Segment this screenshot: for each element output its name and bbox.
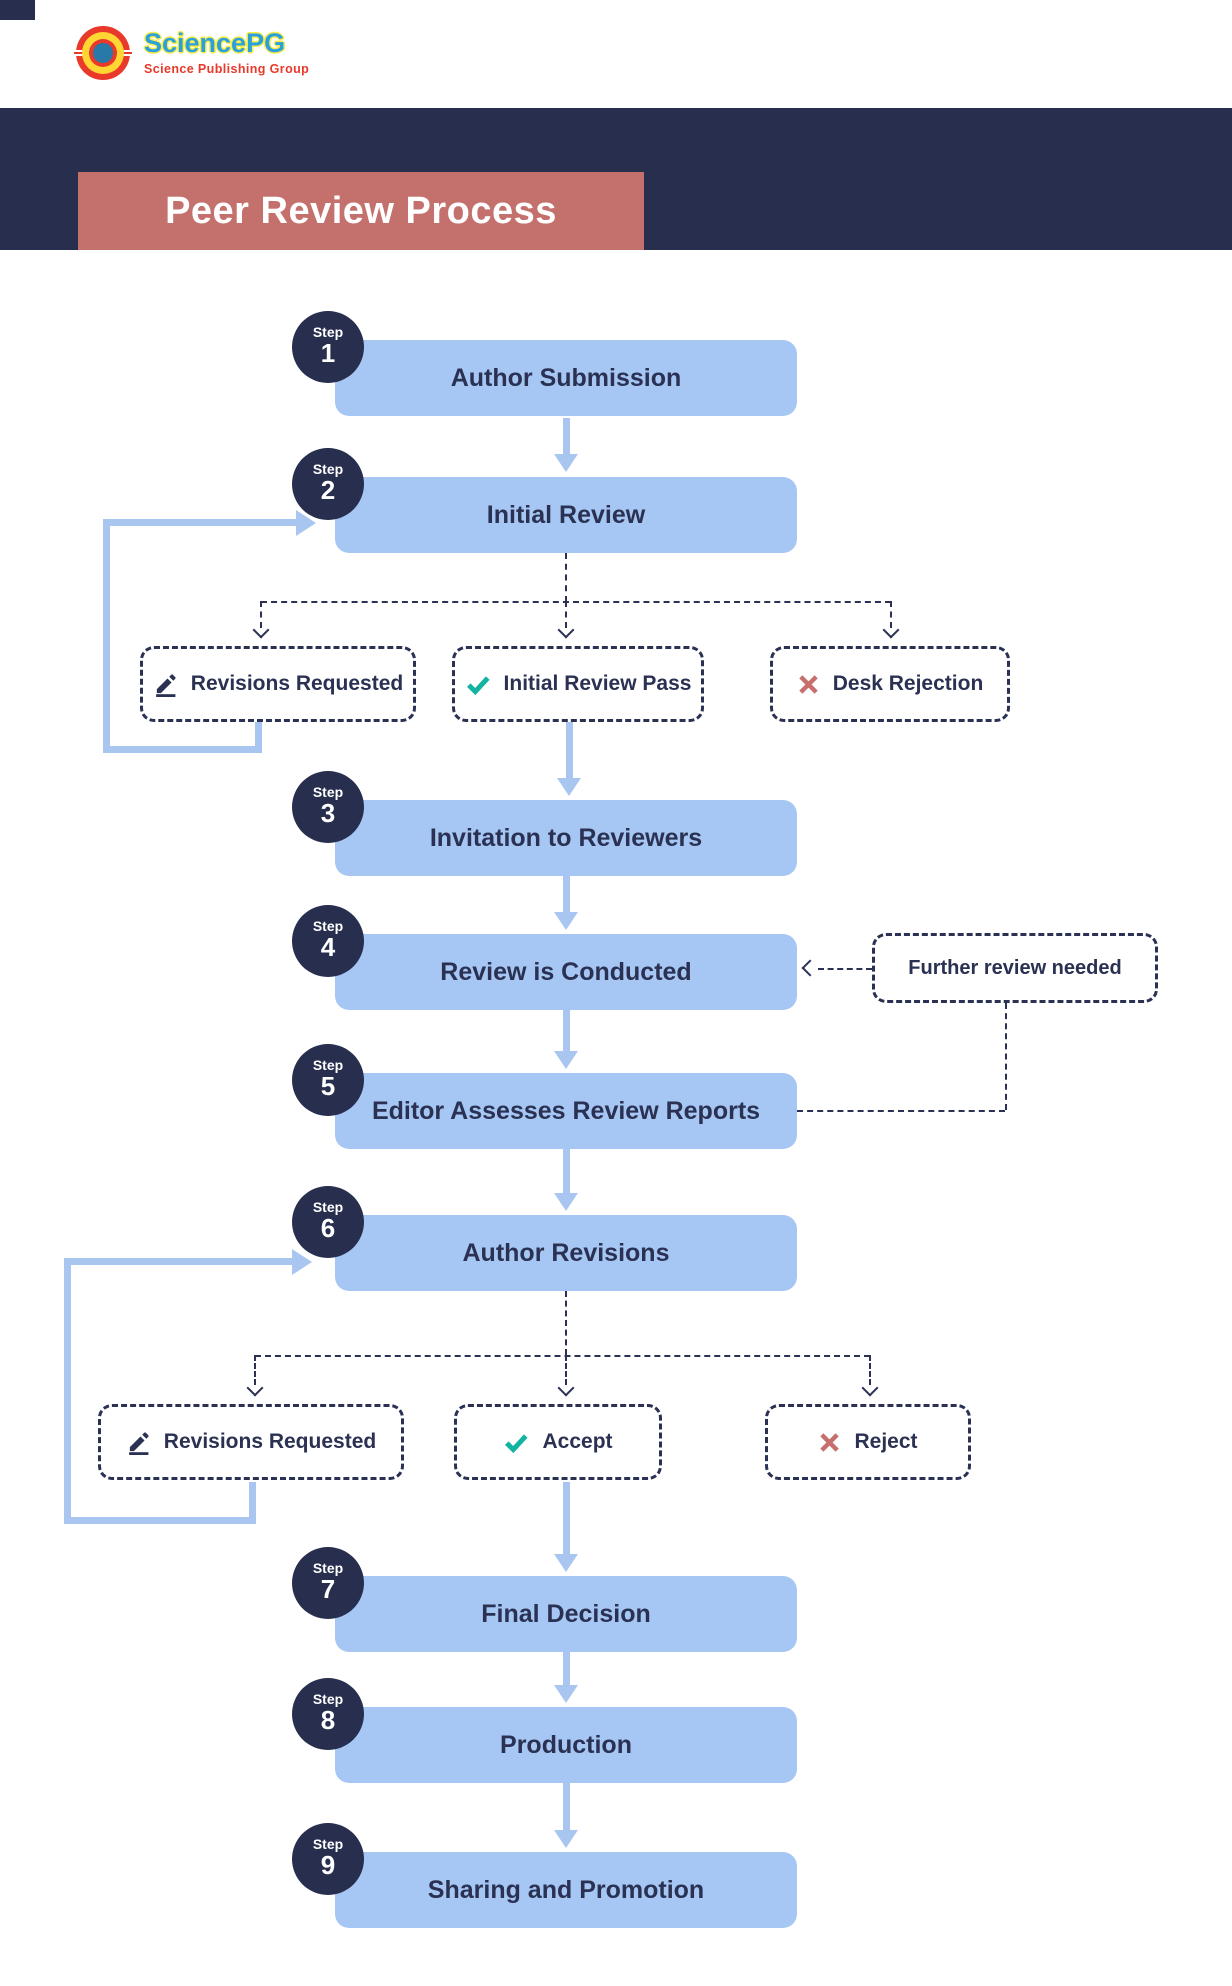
step-2-box: Initial Review	[335, 477, 797, 553]
branch1-arrowhead-right-icon	[882, 621, 900, 639]
arrow-step3-step4	[554, 876, 578, 930]
branch1-drop-center	[565, 601, 567, 628]
x-icon	[818, 1431, 841, 1454]
corner-accent	[0, 0, 35, 20]
branch1-drop-left	[260, 601, 262, 628]
outcome-revisions-requested-author: Revisions Requested	[98, 1404, 404, 1480]
branch1-drop-right	[890, 601, 892, 628]
loop2-segment-down	[249, 1482, 256, 1524]
branch1-arrowhead-left-icon	[252, 621, 270, 639]
page-title-text: Peer Review Process	[165, 189, 557, 232]
sciencepg-logo-icon	[74, 26, 132, 80]
arrow-step7-step8	[554, 1652, 578, 1703]
sciencepg-logo: SciencePG Science Publishing Group	[74, 26, 310, 80]
step-9-box: Sharing and Promotion	[335, 1852, 797, 1928]
loop2-segment-left	[64, 1258, 71, 1524]
step-1-box: Author Submission	[335, 340, 797, 416]
step-7-box: Final Decision	[335, 1576, 797, 1652]
note-further-review: Further review needed	[872, 933, 1158, 1003]
arrow-accept-step7	[554, 1482, 578, 1572]
step-6-box: Author Revisions	[335, 1215, 797, 1291]
branch2-drop-right	[869, 1355, 871, 1385]
step-4-box: Review is Conducted	[335, 934, 797, 1010]
outcome-reject: Reject	[765, 1404, 971, 1480]
further-review-return	[797, 1110, 1005, 1112]
outcome-desk-rejection: Desk Rejection	[770, 646, 1010, 722]
branch2-arrowhead-right-icon	[861, 1379, 879, 1397]
check-icon	[503, 1429, 529, 1455]
branch2-arrowhead-center-icon	[557, 1379, 575, 1397]
loop1-arrowhead-icon	[296, 510, 316, 536]
loop2-segment-bottom	[64, 1517, 256, 1524]
check-icon	[465, 671, 491, 697]
loop1-segment-down	[255, 722, 262, 753]
loop1-segment-top	[103, 519, 296, 526]
pencil-icon	[153, 672, 178, 697]
arrow-step8-step9	[554, 1783, 578, 1848]
arrow-pass-step3	[557, 722, 581, 796]
arrow-step5-step6	[554, 1149, 578, 1211]
branch2-stem	[565, 1291, 567, 1355]
page-title: Peer Review Process	[78, 172, 644, 250]
branch1-rail	[261, 601, 891, 603]
pencil-icon	[126, 1430, 151, 1455]
arrow-step1-step2	[554, 418, 578, 472]
outcome-accept: Accept	[454, 1404, 662, 1480]
branch2-arrowhead-left-icon	[246, 1379, 264, 1397]
brand-name: SciencePG	[144, 28, 286, 58]
arrow-step4-step5	[554, 1010, 578, 1069]
title-band: Peer Review Process	[0, 108, 1232, 250]
loop2-arrowhead-icon	[292, 1249, 312, 1275]
further-review-drop	[1005, 1003, 1007, 1110]
loop1-segment-left	[103, 519, 110, 753]
branch2-drop-center	[565, 1355, 567, 1385]
branch1-arrowhead-center-icon	[557, 621, 575, 639]
logo-text: SciencePG Science Publishing Group	[144, 28, 310, 77]
branch2-drop-left	[254, 1355, 256, 1385]
x-icon	[797, 673, 820, 696]
further-review-line	[818, 968, 872, 970]
outcome-revisions-requested-initial: Revisions Requested	[140, 646, 416, 722]
outcome-initial-review-pass: Initial Review Pass	[452, 646, 704, 722]
brand-tagline: Science Publishing Group	[144, 62, 310, 76]
branch2-rail	[255, 1355, 870, 1357]
loop1-segment-bottom	[103, 746, 262, 753]
step-8-box: Production	[335, 1707, 797, 1783]
further-review-arrowhead-icon	[801, 959, 819, 977]
loop2-segment-top	[64, 1258, 292, 1265]
step-3-box: Invitation to Reviewers	[335, 800, 797, 876]
step-5-box: Editor Assesses Review Reports	[335, 1073, 797, 1149]
branch1-stem	[565, 553, 567, 602]
